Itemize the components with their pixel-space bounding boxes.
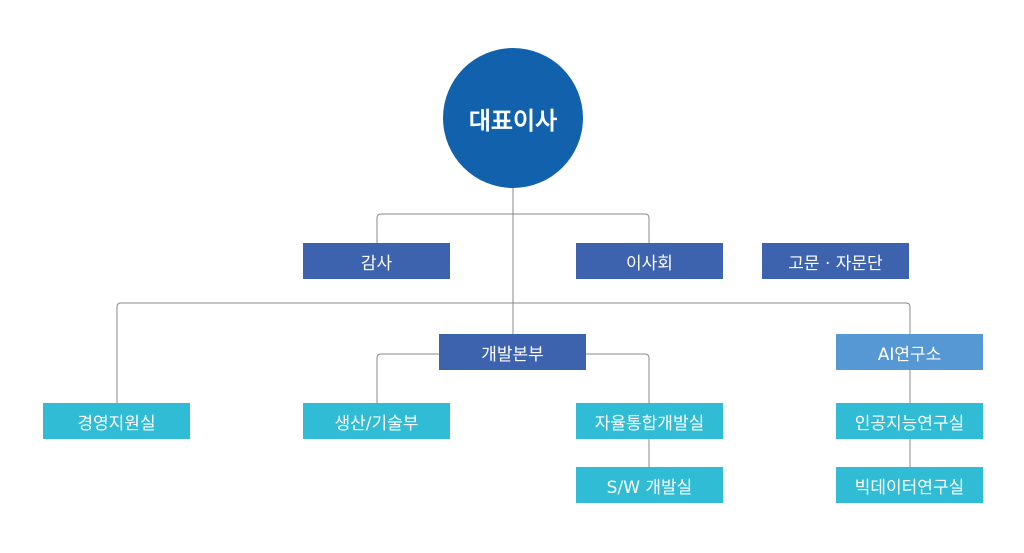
audit-node: 감사 — [303, 243, 450, 279]
bigdata-research-label: 빅데이터연구실 — [854, 477, 965, 498]
ai-lab-label: AI연구소 — [877, 344, 942, 365]
dev-hq-node: 개발본부 — [439, 334, 586, 370]
board-node: 이사회 — [576, 243, 723, 279]
ai-lab-node: AI연구소 — [836, 334, 983, 370]
production-tech-node: 생산/기술부 — [303, 403, 450, 439]
advisory-node: 고문 · 자문단 — [762, 243, 909, 279]
board-label: 이사회 — [626, 253, 673, 274]
ai-research-label: 인공지능연구실 — [854, 413, 965, 434]
advisory-label: 고문 · 자문단 — [788, 253, 883, 274]
mgmt-support-node: 경영지원실 — [43, 403, 190, 439]
ceo-label: 대표이사 — [468, 106, 558, 135]
production-tech-label: 생산/기술부 — [334, 413, 419, 434]
sw-dev-label: S/W 개발실 — [606, 477, 693, 498]
dev-hq-label: 개발본부 — [481, 344, 544, 365]
sw-dev-node: S/W 개발실 — [576, 467, 723, 503]
ai-research-node: 인공지능연구실 — [836, 403, 983, 439]
autonomous-dev-label: 자율통합개발실 — [594, 413, 705, 434]
wide-branch-line — [116, 302, 911, 404]
bigdata-research-node: 빅데이터연구실 — [836, 467, 983, 503]
ceo-node: 대표이사 — [443, 48, 583, 188]
autonomous-dev-node: 자율통합개발실 — [576, 403, 723, 439]
audit-label: 감사 — [360, 253, 393, 274]
mgmt-support-label: 경영지원실 — [77, 413, 156, 434]
audit-board-bracket — [376, 213, 650, 243]
